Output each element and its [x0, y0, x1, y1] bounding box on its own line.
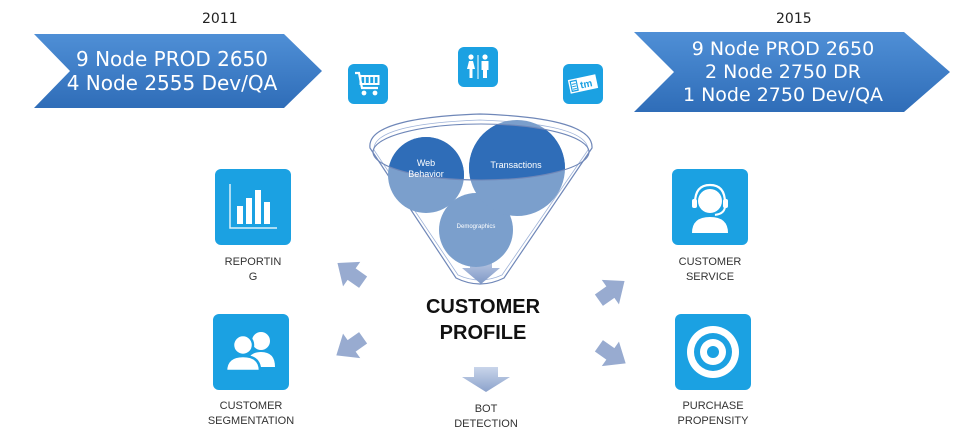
purchase-propensity-label-line-1: PURCHASE: [682, 400, 744, 412]
customer-profile-line-2: PROFILE: [439, 322, 527, 344]
year-2015: 2015: [776, 11, 812, 27]
user-group-icon: [224, 332, 275, 373]
shopping-cart-icon: [355, 71, 380, 96]
banner-2015: 9 Node PROD 2650 2 Node 2750 DR 1 Node 2…: [634, 32, 950, 112]
reporting-label-line-2: G: [248, 271, 258, 283]
banner-2015-line-1: 9 Node PROD 2650: [691, 37, 875, 60]
shopping-cart-tile: [348, 64, 388, 104]
customer-profile-title: CUSTOMER PROFILE: [400, 294, 566, 346]
arrow-to-customer-service: [594, 279, 625, 306]
purchase-propensity-tile: [675, 314, 751, 390]
bot-detection-label: BOT DETECTION: [436, 402, 536, 432]
people-tile: [458, 47, 498, 87]
chevron-arrow-shape: [634, 32, 950, 112]
people-icon: [467, 54, 489, 79]
customer-service-label-line-2: SERVICE: [685, 271, 735, 283]
ticket-tile: tm: [563, 64, 603, 104]
reporting-tile: [215, 169, 291, 245]
arrow-to-bot-detection: [462, 367, 510, 392]
web-behavior-label: Web Behavior: [398, 158, 454, 180]
funnel-rim: [372, 123, 590, 181]
customer-service-tile: [672, 169, 748, 245]
bot-detection-label-line-2: DETECTION: [454, 418, 518, 430]
purchase-propensity-label-line-2: PROPENSITY: [677, 415, 749, 427]
customer-profile-line-1: CUSTOMER: [425, 296, 541, 318]
bot-detection-label-line-1: BOT: [474, 403, 498, 415]
arrow-to-purchase-propensity: [594, 340, 626, 367]
arrow-to-segmentation: [336, 332, 368, 359]
customer-segmentation-label-line-1: CUSTOMER: [219, 400, 283, 412]
funnel-outline: [369, 113, 593, 285]
transactions-label: Transactions: [490, 160, 542, 170]
purchase-propensity-label: PURCHASE PROPENSITY: [658, 399, 768, 429]
target-icon: [687, 326, 739, 378]
customer-segmentation-label: CUSTOMER SEGMENTATION: [196, 399, 306, 429]
ticket-icon: tm: [567, 74, 599, 94]
banner-2011-line-2: 4 Node 2555 Dev/QA: [66, 71, 278, 95]
web-behavior-label-line-1: Web: [416, 158, 436, 168]
arrow-to-reporting: [337, 261, 368, 288]
headset-agent-icon: [692, 183, 728, 233]
customer-service-label-line-1: CUSTOMER: [678, 256, 742, 268]
customer-segmentation-label-line-2: SEGMENTATION: [207, 415, 295, 427]
demographics-circle: [439, 193, 513, 267]
reporting-label-line-1: REPORTIN: [224, 256, 282, 268]
customer-segmentation-tile: [213, 314, 289, 390]
banner-2011: 9 Node PROD 2650 4 Node 2555 Dev/QA: [34, 34, 322, 108]
demographics-label: Demographics: [456, 224, 496, 230]
banner-2015-line-2: 2 Node 2750 DR: [705, 60, 861, 83]
ticket-icon-text: tm: [579, 78, 593, 91]
bar-chart-icon: [229, 184, 277, 229]
banner-2015-line-3: 1 Node 2750 Dev/QA: [682, 83, 884, 106]
chevron-arrow-shape: [34, 34, 322, 108]
customer-service-label: CUSTOMER SERVICE: [655, 255, 765, 285]
banner-2011-line-1: 9 Node PROD 2650: [76, 47, 268, 71]
web-behavior-label-line-2: Behavior: [408, 169, 444, 179]
year-2011: 2011: [202, 11, 238, 27]
reporting-label: REPORTIN G: [213, 255, 293, 285]
